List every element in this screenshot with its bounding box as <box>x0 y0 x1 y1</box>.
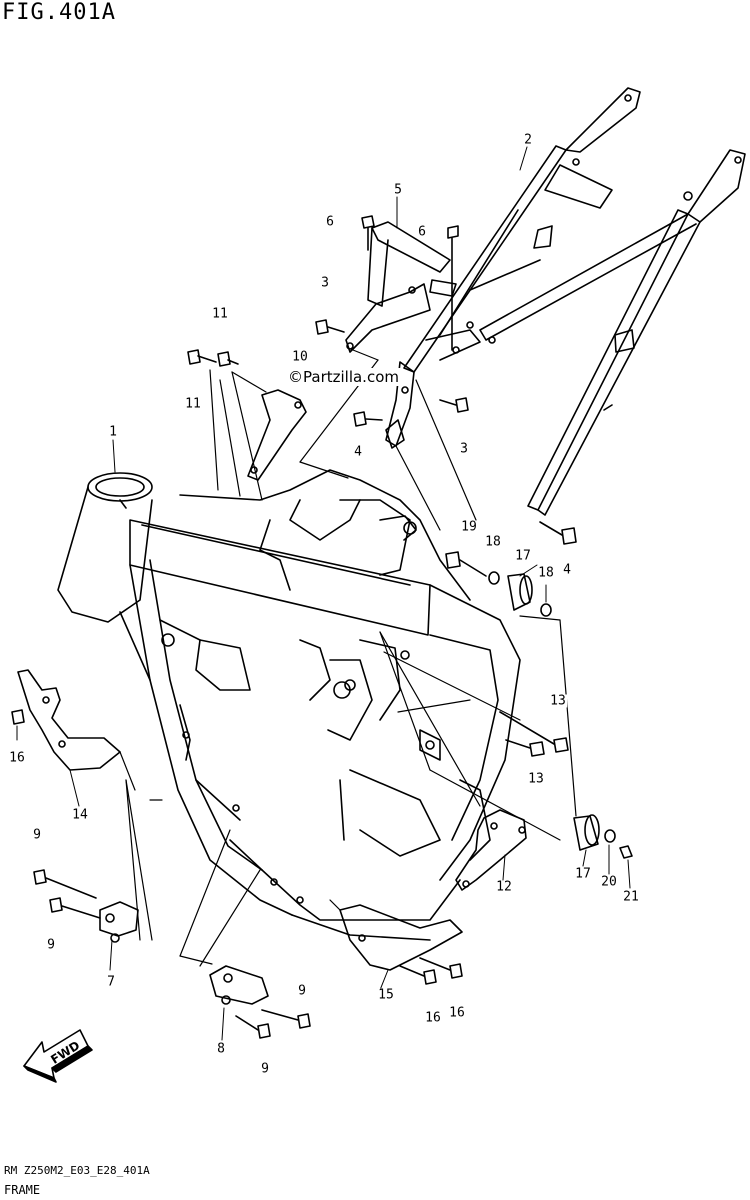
brace-bracket <box>346 222 456 352</box>
callout-9-a: 9 <box>32 827 42 843</box>
callout-9-d: 9 <box>260 1061 270 1077</box>
callout-9-b: 9 <box>46 937 56 953</box>
callout-16-right: 16 <box>448 1005 466 1021</box>
bolts <box>12 216 576 1038</box>
callout-11-lower: 11 <box>184 396 202 412</box>
bracket-10 <box>248 390 306 480</box>
callout-3-lower: 3 <box>459 441 469 457</box>
bracket-8 <box>210 966 268 1004</box>
fwd-badge: FWD <box>24 1030 92 1082</box>
rear-subframe <box>386 88 745 515</box>
callout-17-upper: 17 <box>514 548 532 564</box>
callout-15: 15 <box>377 987 395 1003</box>
guard-14 <box>18 670 120 770</box>
main-frame <box>58 470 520 940</box>
watermark: ©Partzilla.com <box>286 368 401 386</box>
callout-5: 5 <box>393 182 403 198</box>
washers <box>489 572 632 858</box>
callout-4-left: 4 <box>353 444 363 460</box>
callout-6-left: 6 <box>325 214 335 230</box>
callout-6-right: 6 <box>417 224 427 240</box>
callout-4-right: 4 <box>562 562 572 578</box>
callout-3-upper: 3 <box>320 275 330 291</box>
guard-15 <box>340 905 462 970</box>
callout-7: 7 <box>106 974 116 990</box>
diagram-code: RM Z250M2_E03_E28_401A <box>4 1164 150 1177</box>
leader-lines <box>120 348 576 966</box>
callout-14: 14 <box>71 807 89 823</box>
callout-16-left: 16 <box>8 750 26 766</box>
callout-13-lower: 13 <box>527 771 545 787</box>
callout-17-lower: 17 <box>574 866 592 882</box>
callout-11-upper: 11 <box>211 306 229 322</box>
bracket-12 <box>456 810 526 890</box>
callout-19: 19 <box>460 519 478 535</box>
figure-title: FIG.401A <box>2 0 116 25</box>
diagram-name: FRAME <box>4 1183 41 1197</box>
callout-8: 8 <box>216 1041 226 1057</box>
callout-1: 1 <box>108 424 118 440</box>
callout-18-left: 18 <box>484 534 502 550</box>
callout-18-right: 18 <box>537 565 555 581</box>
callout-10: 10 <box>291 349 309 365</box>
callout-12: 12 <box>495 879 513 895</box>
callout-13-upper: 13 <box>549 693 567 709</box>
collar-17-lower <box>574 815 599 850</box>
callout-2: 2 <box>523 132 533 148</box>
callout-9-c: 9 <box>297 983 307 999</box>
bracket-7 <box>100 902 138 942</box>
callout-21: 21 <box>622 889 640 905</box>
callout-20: 20 <box>600 874 618 890</box>
collar-17-upper <box>508 574 532 610</box>
callout-leaders <box>17 147 630 1040</box>
callout-16-mid: 16 <box>424 1010 442 1026</box>
